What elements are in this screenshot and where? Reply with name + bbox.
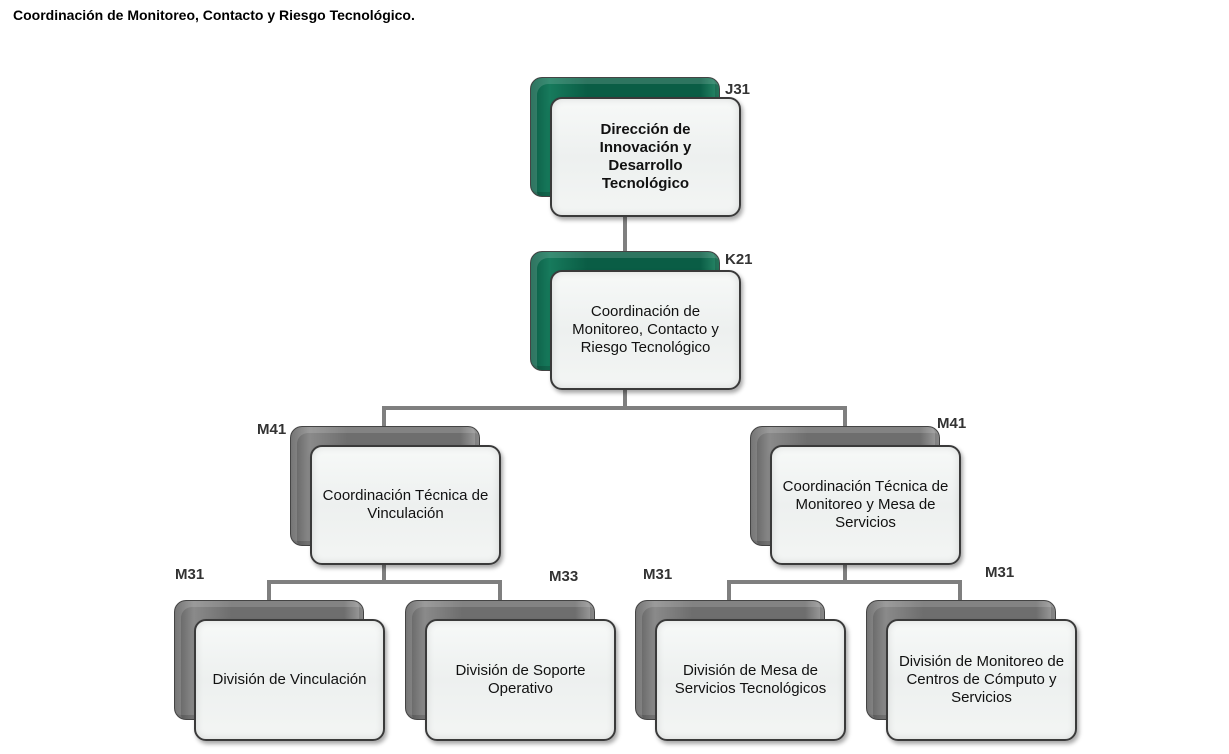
connector-level3b-left — [727, 580, 731, 602]
connector-level3b-horizontal — [727, 580, 962, 584]
node-code: M33 — [549, 568, 579, 585]
connector-level2-horizontal — [382, 406, 847, 410]
node-label: División de Vinculación — [194, 619, 385, 741]
node-label: Coordinación Técnica de Vinculación — [310, 445, 501, 565]
node-code: M31 — [643, 566, 673, 583]
connector-level3a-horizontal — [267, 580, 502, 584]
connector-level3a-right — [498, 580, 502, 602]
node-code: M41 — [257, 421, 287, 438]
node-code: J31 — [725, 81, 751, 98]
node-code: M31 — [985, 564, 1015, 581]
connector-level2-left — [382, 406, 386, 430]
node-code: M41 — [937, 415, 967, 432]
connector-vinc-down — [382, 563, 386, 583]
connector-monit-down — [843, 563, 847, 583]
node-code: M31 — [175, 566, 205, 583]
connector-j31-k21 — [623, 215, 627, 255]
connector-level2-right — [843, 406, 847, 430]
node-label: Coordinación Técnica de Monitoreo y Mesa… — [770, 445, 961, 565]
node-label: División de Mesa de Servicios Tecnológic… — [655, 619, 846, 741]
connector-k21-down — [623, 388, 627, 408]
node-label: División de Monitoreo de Centros de Cómp… — [886, 619, 1077, 741]
node-label: Coordinación de Monitoreo, Contacto y Ri… — [550, 270, 741, 390]
node-label: Dirección de Innovación y Desarrollo Tec… — [550, 97, 741, 217]
node-code: K21 — [725, 251, 753, 268]
node-label: División de Soporte Operativo — [425, 619, 616, 741]
page-title: Coordinación de Monitoreo, Contacto y Ri… — [13, 7, 415, 23]
connector-level3a-left — [267, 580, 271, 602]
connector-level3b-right — [958, 580, 962, 602]
